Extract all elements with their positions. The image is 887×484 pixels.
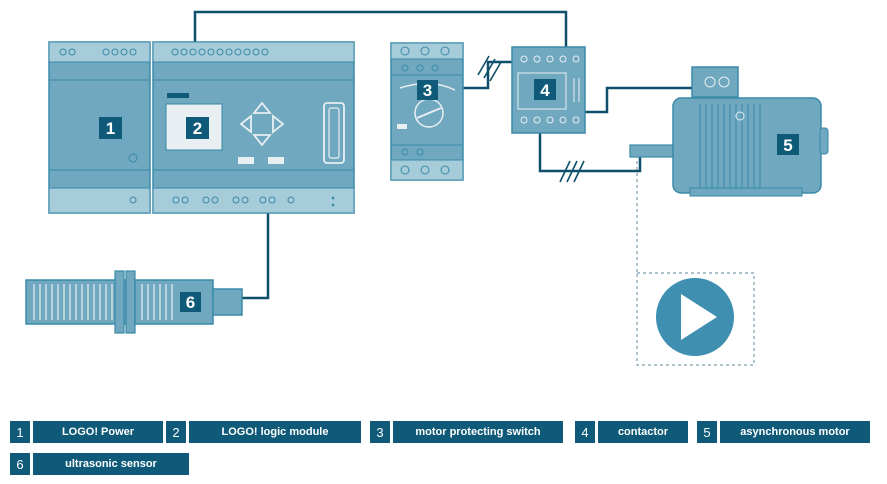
legend-number: 1 <box>10 421 30 443</box>
logo-power-module: 1 <box>48 41 151 214</box>
legend-number: 6 <box>10 453 30 475</box>
legend-label: contactor <box>598 421 688 443</box>
wire-logic-to-contactor <box>193 10 568 47</box>
contactor-device: 4 <box>511 46 586 134</box>
legend-item-power: 1 LOGO! Power <box>10 421 163 443</box>
wire-switch-to-contactor <box>463 60 512 90</box>
legend-number: 2 <box>166 421 186 443</box>
motor-protecting-switch: 3 <box>390 42 464 181</box>
wires <box>193 10 692 300</box>
wire-contactor-to-motor-bottom <box>538 133 642 173</box>
wire-logic-to-sensor <box>242 213 270 300</box>
legend-number: 3 <box>370 421 390 443</box>
contactor-number-badge: 4 <box>540 81 550 100</box>
legend-number: 5 <box>697 421 717 443</box>
legend-item-motor: 5 asynchronous motor <box>697 421 870 443</box>
legend-item-switch: 3 motor protecting switch <box>370 421 563 443</box>
play-area-frame <box>636 272 755 366</box>
wire-cross-ticks <box>477 55 585 183</box>
play-icon[interactable] <box>656 278 734 356</box>
legend-label: motor protecting switch <box>393 421 563 443</box>
logic-number-badge: 2 <box>193 119 202 138</box>
arrow-keypad <box>239 101 285 147</box>
power-number-badge: 1 <box>106 119 115 138</box>
legend-label: asynchronous motor <box>720 421 870 443</box>
legend-item-contactor: 4 contactor <box>575 421 688 443</box>
legend-number: 4 <box>575 421 595 443</box>
legend-label: ultrasonic sensor <box>33 453 189 475</box>
ultrasonic-sensor: 6 <box>25 270 243 334</box>
legend-item-sensor: 6 ultrasonic sensor <box>10 453 189 475</box>
legend-label: LOGO! Power <box>33 421 163 443</box>
legend-label: LOGO! logic module <box>189 421 361 443</box>
switch-number-badge: 3 <box>423 81 432 100</box>
asynchronous-motor: 5 <box>629 66 829 197</box>
logo-logic-module: 2 <box>152 41 355 214</box>
legend-item-logic: 2 LOGO! logic module <box>166 421 361 443</box>
sensor-number-badge: 6 <box>186 293 195 312</box>
wire-contactor-to-motor-top <box>585 86 692 114</box>
motor-number-badge: 5 <box>783 136 792 155</box>
